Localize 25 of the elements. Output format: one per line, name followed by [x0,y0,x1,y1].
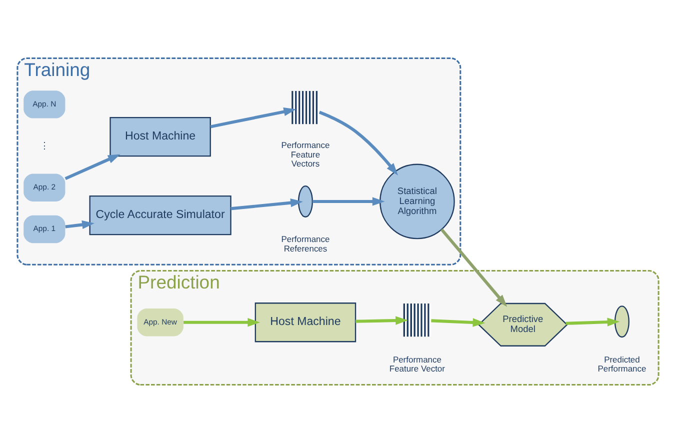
node-box: Host Machine [110,116,211,157]
arrow [356,316,408,325]
node-box: App. N [24,90,66,118]
node-label: Performance Feature Vector [389,354,445,374]
node-label: Predicted Performance [598,354,646,374]
node-label: Performance Feature Vectors [281,140,330,169]
node-ellipse [298,186,313,218]
arrow [440,228,508,307]
node-label: Performance References [281,234,330,254]
label: ⋮ [40,140,49,150]
arrow [230,198,303,210]
arrow [312,197,385,206]
arrow [210,108,296,128]
node-box: App. New [137,308,184,336]
arrow [65,220,94,230]
arrow [64,154,120,180]
arrow [184,318,260,327]
node-box: Cycle Accurate Simulator [89,196,232,236]
node-box: App. 2 [24,174,66,202]
arrow [566,318,620,326]
node-ellipse [614,306,630,338]
node-box: Host Machine [254,302,356,342]
node-box: App. 1 [24,215,66,244]
arrow [318,110,398,176]
arrow [431,318,486,327]
